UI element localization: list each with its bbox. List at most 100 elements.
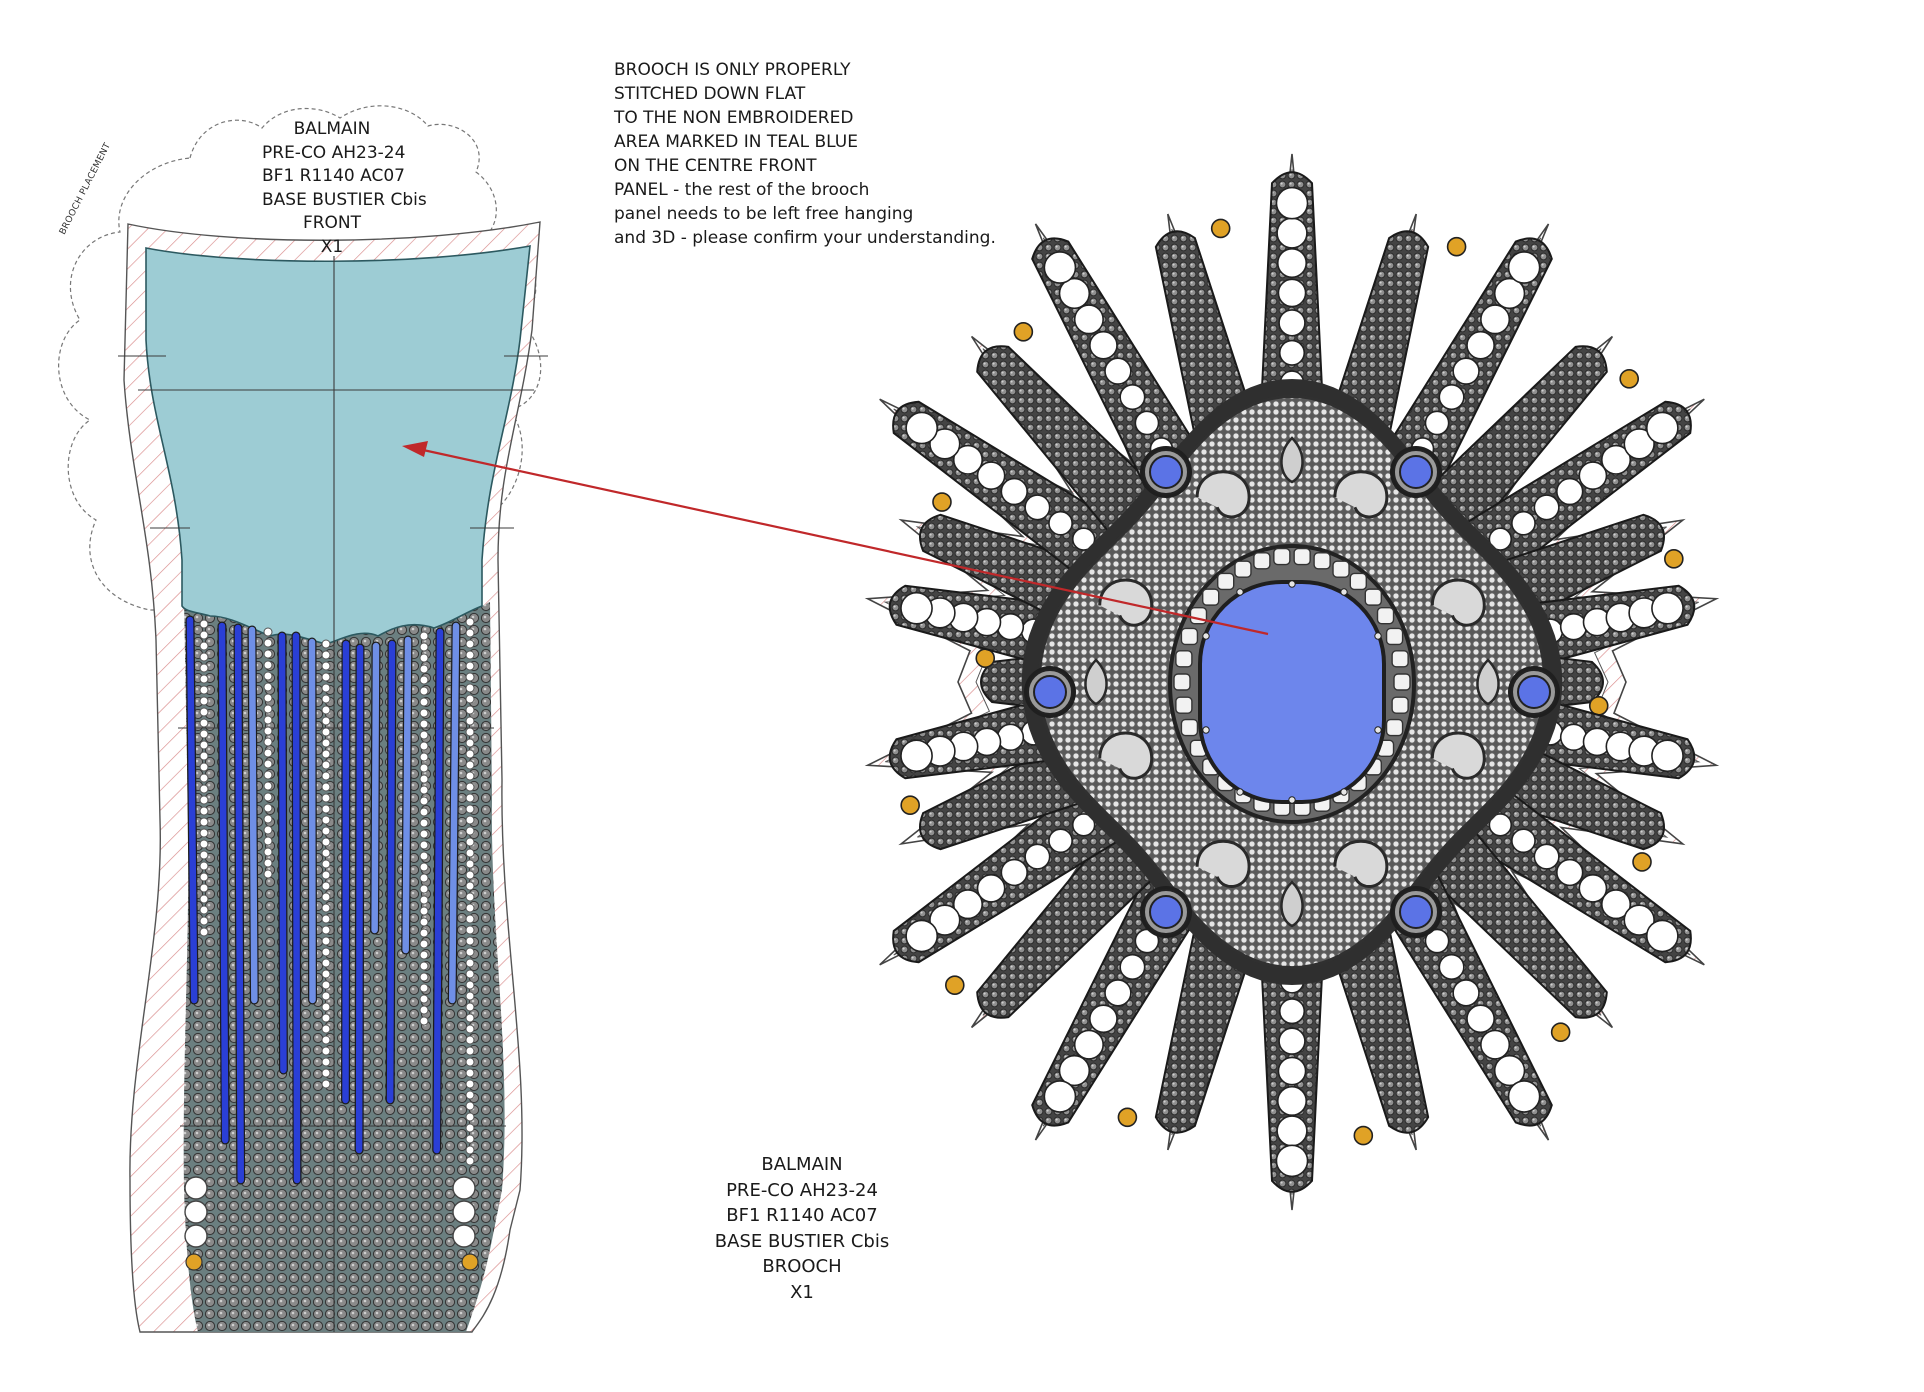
pearl-bead xyxy=(420,830,428,838)
frame-bead xyxy=(1176,651,1192,667)
pearl-bead xyxy=(200,840,208,848)
pearl-bead xyxy=(322,728,330,736)
pearl-bead xyxy=(322,805,330,813)
ray-pearl xyxy=(901,740,932,771)
pearl-bead xyxy=(466,882,474,890)
strand-bead-line xyxy=(252,630,254,1000)
ray-gold-bead xyxy=(1354,1127,1372,1145)
pearl-bead xyxy=(420,665,428,673)
ray-pearl xyxy=(906,920,937,951)
pearl-bead xyxy=(420,962,428,970)
stone-prong xyxy=(1341,589,1347,595)
ray-pearl xyxy=(1509,252,1540,283)
pearl-bead xyxy=(466,827,474,835)
ray-pearl xyxy=(978,875,1005,902)
pearl-bead xyxy=(420,918,428,926)
pearl-bead xyxy=(322,937,330,945)
pearl-bead xyxy=(466,1058,474,1066)
pearl-bead xyxy=(322,684,330,692)
ray-pearl xyxy=(1579,875,1606,902)
pearl-bead xyxy=(420,874,428,882)
pearl-bead xyxy=(466,1080,474,1088)
ray-pearl xyxy=(1652,740,1683,771)
label-line: BF1 R1140 AC07 xyxy=(262,165,402,189)
pearl-bead xyxy=(466,849,474,857)
skirt-pearl xyxy=(453,1225,475,1247)
frame-bead xyxy=(1387,628,1403,644)
blue-gem xyxy=(1150,896,1182,928)
pearl-bead xyxy=(264,672,272,680)
pearl-bead xyxy=(466,1124,474,1132)
note-line: TO THE NON EMBROIDERED xyxy=(614,106,996,130)
teal-stitch-down-area xyxy=(146,246,530,644)
pearl-bead xyxy=(322,838,330,846)
pearl-bead xyxy=(420,742,428,750)
strand-bead-line xyxy=(437,632,440,1150)
frame-bead xyxy=(1387,720,1403,736)
pearl-bead xyxy=(466,1014,474,1022)
ray-pearl xyxy=(1481,305,1509,333)
pearl-bead xyxy=(466,772,474,780)
pearl-bead xyxy=(200,653,208,661)
pearl-bead xyxy=(466,1069,474,1077)
frame-bead xyxy=(1294,549,1310,565)
ray-pearl xyxy=(1534,844,1559,869)
label-line: X1 xyxy=(712,1280,892,1306)
pearl-bead xyxy=(466,1047,474,1055)
ray-pearl xyxy=(1279,310,1305,336)
pearl-bead xyxy=(322,816,330,824)
frame-bead xyxy=(1350,573,1366,589)
pearl-bead xyxy=(466,1102,474,1110)
pearl-bead xyxy=(466,805,474,813)
pearl-bead xyxy=(420,808,428,816)
ray-pearl xyxy=(1277,1116,1307,1146)
label-line: BF1 R1140 AC07 xyxy=(712,1203,892,1229)
pearl-bead xyxy=(200,664,208,672)
pearl-bead xyxy=(466,761,474,769)
stitching-note: BROOCH IS ONLY PROPERLY STITCHED DOWN FL… xyxy=(614,58,996,250)
ray-pearl xyxy=(978,462,1005,489)
note-line: BROOCH IS ONLY PROPERLY xyxy=(614,58,996,82)
pearl-bead xyxy=(420,632,428,640)
pearl-bead xyxy=(264,848,272,856)
pearl-bead xyxy=(466,739,474,747)
pearl-bead xyxy=(200,675,208,683)
ray-gold-bead xyxy=(1212,219,1230,237)
pearl-bead xyxy=(466,860,474,868)
pearl-bead xyxy=(200,895,208,903)
pearl-bead xyxy=(466,915,474,923)
pearl-bead xyxy=(322,926,330,934)
pearl-bead xyxy=(264,804,272,812)
pearl-bead xyxy=(200,917,208,925)
strand-bead-line xyxy=(359,648,360,1150)
ray-gold-bead xyxy=(1590,697,1608,715)
pearl-bead xyxy=(264,749,272,757)
ray-pearl xyxy=(1280,341,1305,366)
stone-prong xyxy=(1375,633,1381,639)
ray-gold-bead xyxy=(1665,550,1683,568)
pearl-bead xyxy=(322,992,330,1000)
pearl-bead xyxy=(264,650,272,658)
pearl-bead xyxy=(420,984,428,992)
note-line: STITCHED DOWN FLAT xyxy=(614,82,996,106)
ray-pearl xyxy=(1453,980,1479,1006)
pearl-bead xyxy=(264,705,272,713)
pearl-bead xyxy=(466,893,474,901)
pearl-bead xyxy=(466,937,474,945)
pearl-bead xyxy=(466,959,474,967)
pearl-bead xyxy=(264,639,272,647)
stone-prong xyxy=(1375,727,1381,733)
pearl-bead xyxy=(466,684,474,692)
pearl-bead xyxy=(420,786,428,794)
pearl-bead xyxy=(200,763,208,771)
front-panel xyxy=(59,106,548,1332)
ray-pearl xyxy=(1075,1030,1103,1058)
strand-bead-line xyxy=(406,640,408,950)
pearl-bead xyxy=(466,926,474,934)
pearl-bead xyxy=(200,631,208,639)
ray-pearl xyxy=(1557,479,1583,505)
pearl-bead xyxy=(420,643,428,651)
frame-bead xyxy=(1314,553,1330,569)
ray-pearl xyxy=(1509,1081,1540,1112)
